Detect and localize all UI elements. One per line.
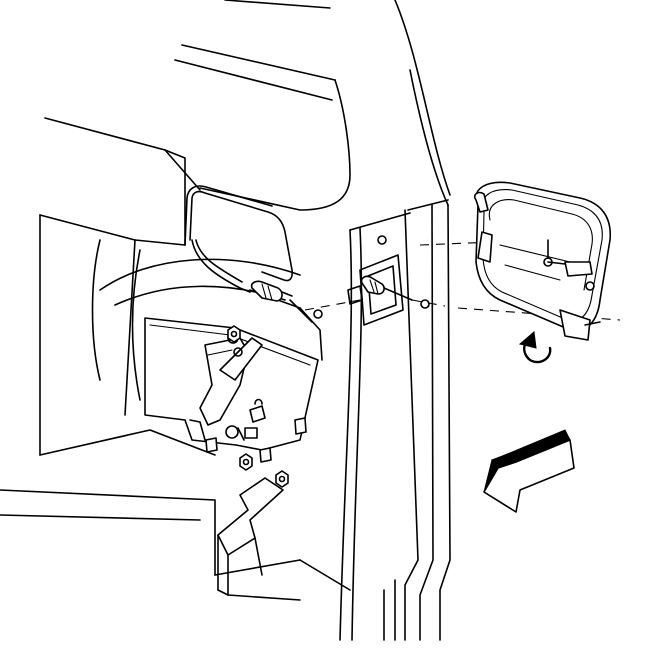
roof-panel-lines [45, 0, 350, 210]
tail-lamp-assembly [475, 182, 611, 340]
pocket-bulb-socket [362, 276, 412, 300]
d-pillar [340, 0, 450, 640]
bracket-nut-top [228, 326, 240, 342]
bracket-nut-right [276, 471, 288, 487]
inner-quarter-panel [0, 150, 350, 590]
harness-connector [252, 281, 292, 301]
direction-arrow-icon [484, 430, 574, 512]
lower-mounting-tab [218, 478, 300, 600]
lamp-pocket [348, 236, 429, 325]
bracket-nut-bottom [240, 454, 252, 470]
lamp-bracket [145, 318, 318, 462]
rotate-counterclockwise-icon [520, 332, 550, 362]
